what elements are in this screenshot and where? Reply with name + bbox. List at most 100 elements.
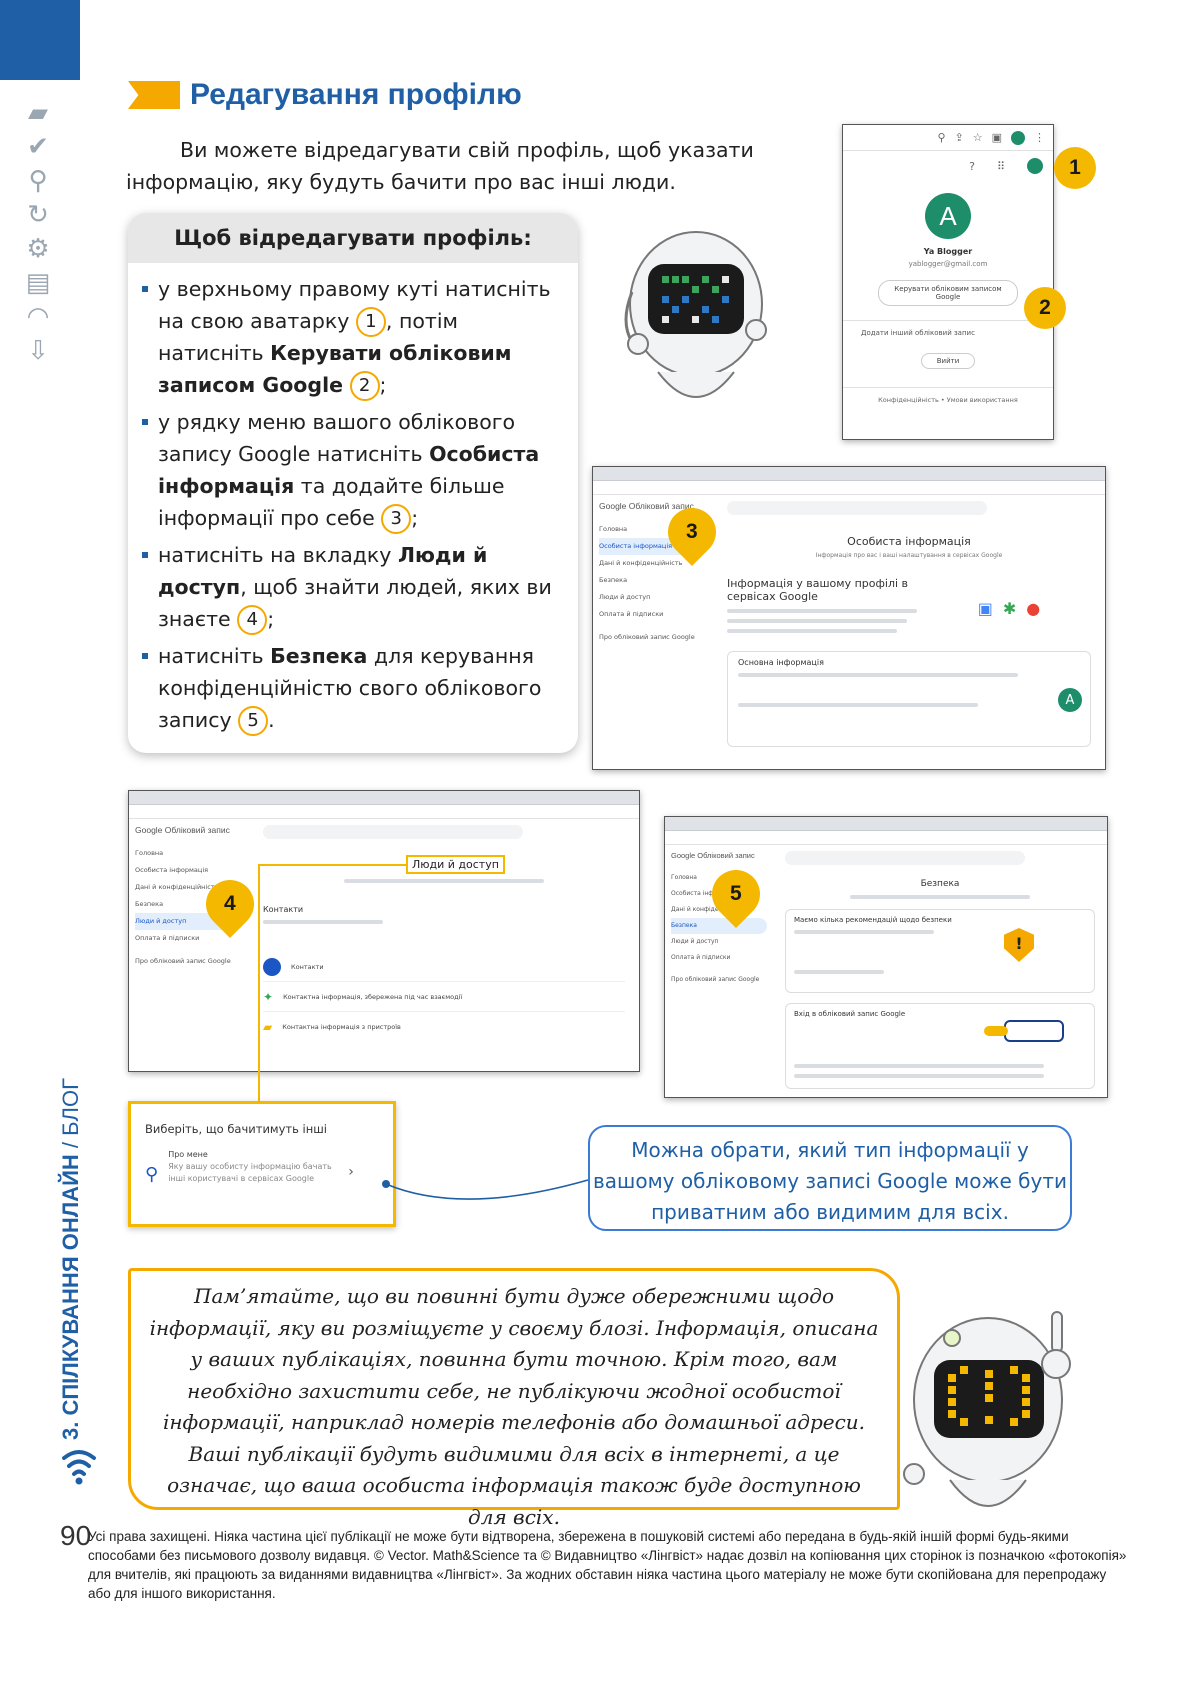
list-item: у верхньому правому куті натисніть на св… bbox=[142, 273, 560, 401]
about-me-text: Яку вашу особисту інформацію бачать інші… bbox=[168, 1162, 332, 1183]
menu-item[interactable]: Люди й доступ bbox=[671, 938, 719, 945]
list-item: натисніть на вкладку Люди й доступ, щоб … bbox=[142, 539, 560, 635]
list-item[interactable]: Контакти bbox=[291, 962, 324, 971]
list-item: натисніть Безпека для керування конфіден… bbox=[142, 640, 560, 736]
step-number: 1 bbox=[355, 307, 386, 337]
menu-item[interactable]: Безпека bbox=[671, 918, 767, 934]
menu-item[interactable]: Безпека bbox=[599, 576, 628, 584]
search-input[interactable] bbox=[785, 851, 1025, 865]
intro-paragraph: Ви можете відредагувати свій профіль, що… bbox=[126, 138, 754, 194]
choose-title: Виберіть, що бачитимуть інші bbox=[145, 1122, 327, 1136]
step-number: 4 bbox=[237, 605, 268, 635]
side-title: 3. СПІЛКУВАННЯ ОНЛАЙН / БЛОГ bbox=[58, 1077, 83, 1440]
connector-line bbox=[258, 864, 260, 1101]
menu-item[interactable]: Дані й конфіденційність bbox=[671, 906, 749, 913]
step-number: 5 bbox=[238, 706, 269, 736]
menu-item[interactable]: Оплата й підписки bbox=[671, 954, 731, 961]
zoom-icon: ⚲ bbox=[937, 131, 946, 144]
menu-item[interactable]: Люди й доступ bbox=[599, 593, 651, 601]
menu-item[interactable]: Дані й конфіденційність bbox=[599, 559, 683, 567]
chevron-right-icon[interactable]: › bbox=[348, 1164, 354, 1180]
menu-item[interactable]: Оплата й підписки bbox=[135, 934, 200, 942]
google-account-logo: Google Обліковий запис bbox=[135, 825, 230, 835]
add-account-item[interactable]: Додати інший обліковий запис bbox=[843, 320, 1053, 345]
robot-mascot-icon bbox=[624, 231, 767, 398]
wifi-icon: ◠ bbox=[26, 302, 50, 332]
copyright-notice: Усі права захищені. Ніяка частина цієї п… bbox=[88, 1529, 1127, 1601]
robot-warning-icon bbox=[903, 1311, 1071, 1507]
instructions-box: Щоб відредагувати профіль: у верхньому п… bbox=[128, 213, 578, 753]
menu-item[interactable]: Про обліковий запис Google bbox=[135, 957, 231, 965]
folder-icon: ▰ bbox=[28, 98, 48, 128]
menu-item[interactable]: Про обліковий запис Google bbox=[599, 633, 695, 641]
security-title: Безпека bbox=[920, 879, 960, 889]
menu-item[interactable]: Особиста інформація bbox=[135, 866, 209, 874]
manage-account-button[interactable]: Керувати обліковим записом Google bbox=[878, 280, 1018, 306]
heading-flag-icon bbox=[128, 81, 180, 109]
menu-item[interactable]: Головна bbox=[599, 525, 628, 533]
profile-avatar: A bbox=[925, 193, 971, 239]
account-email: yablogger@gmail.com bbox=[908, 260, 988, 268]
menu-item[interactable]: Дані й конфіденційність bbox=[135, 883, 219, 891]
menu-item[interactable]: Безпека bbox=[135, 900, 164, 908]
refresh-icon: ↻ bbox=[27, 200, 49, 230]
download-icon: ⇩ bbox=[27, 336, 49, 366]
page-number: 90 bbox=[60, 1520, 92, 1551]
account-name: Ya Blogger bbox=[923, 247, 973, 256]
screenshot-personal-info: Google Обліковий запис Головна Особиста … bbox=[592, 466, 1106, 770]
help-icon: ? bbox=[969, 159, 975, 173]
device-icon: ▰ bbox=[263, 1020, 273, 1034]
location-icon: ● bbox=[1026, 598, 1041, 618]
avatar[interactable] bbox=[1027, 158, 1043, 174]
google-account-logo: Google Обліковий запис bbox=[599, 501, 694, 511]
menu-item[interactable]: Оплата й підписки bbox=[599, 610, 664, 618]
security-recommendation-title: Маємо кілька рекомендацій щодо безпеки bbox=[794, 916, 952, 924]
people-icon: ✦ bbox=[263, 989, 274, 1004]
badge-2: 2 bbox=[1024, 287, 1066, 329]
password-icon bbox=[1004, 1020, 1064, 1042]
gear-icon: ⚙ bbox=[26, 234, 50, 264]
screenshot-security: Google Обліковий запис Головна Особиста … bbox=[664, 816, 1108, 1098]
menu-item[interactable]: Головна bbox=[671, 874, 697, 881]
menu-item[interactable]: Про обліковий запис Google bbox=[671, 976, 760, 983]
more-icon: ⋮ bbox=[1034, 131, 1045, 144]
wifi-icon bbox=[62, 1450, 96, 1485]
menu-item[interactable]: Особиста інформація bbox=[671, 890, 739, 897]
account-footer[interactable]: Конфіденційність • Умови використання bbox=[843, 387, 1053, 412]
personal-info-subtitle: Інформація про вас і ваші налаштування в… bbox=[815, 552, 1003, 559]
avatar bbox=[1011, 130, 1025, 145]
section-heading: Редагування профілю bbox=[128, 78, 522, 112]
list-item[interactable]: Контактна інформація, збережена під час … bbox=[283, 992, 463, 1001]
key-icon bbox=[984, 1026, 1008, 1036]
google-account-logo: Google Обліковий запис bbox=[671, 851, 755, 860]
page-title: Редагування профілю bbox=[190, 78, 522, 111]
signin-title: Вхід в обліковий запис Google bbox=[794, 1010, 906, 1018]
contacts-title: Контакти bbox=[263, 905, 304, 914]
warning-note: Пам’ятайте, що ви повинні бути дуже обер… bbox=[128, 1268, 900, 1529]
avatar[interactable]: A bbox=[1058, 688, 1082, 712]
screenshot-account-menu: ⚲⇪☆▣ ⋮ ?⠿ A Ya Blogger yablogger@gmail.c… bbox=[842, 124, 1054, 440]
leaf-icon: ✱ bbox=[1002, 598, 1017, 618]
menu-item[interactable]: Головна bbox=[135, 849, 164, 857]
apps-icon: ⠿ bbox=[996, 159, 1005, 173]
callout-connector bbox=[382, 1179, 589, 1200]
check-icon: ✔ bbox=[27, 132, 49, 162]
warning-shield-icon: ! bbox=[1004, 928, 1034, 962]
search-input[interactable] bbox=[727, 501, 987, 515]
screenshot-people-sharing: Google Обліковий запис Головна Особиста … bbox=[128, 790, 640, 1072]
share-icon: ⇪ bbox=[954, 131, 964, 144]
basic-info-title: Основна інформація bbox=[738, 658, 824, 667]
sign-out-button[interactable]: Вийти bbox=[921, 353, 975, 369]
contacts-icon bbox=[263, 957, 281, 976]
profile-search-icon: ⚲ bbox=[145, 1164, 159, 1185]
info-callout: Можна обрати, який тип інформації у вашо… bbox=[588, 1125, 1072, 1231]
instructions-list: у верхньому правому куті натисніть на св… bbox=[128, 263, 578, 736]
margin-icons: ▰ ✔ ⚲ ↻ ⚙ ▤ ◠ ⇩ bbox=[18, 96, 78, 368]
search-input[interactable] bbox=[263, 825, 523, 839]
about-me-label: Про мене bbox=[168, 1150, 208, 1159]
document-icon: ▤ bbox=[25, 268, 51, 298]
list-item: у рядку меню вашого облікового запису Go… bbox=[142, 406, 560, 534]
people-sharing-label: Люди й доступ bbox=[406, 855, 505, 874]
screenshot-choose-visibility: Виберіть, що бачитимуть інші ⚲ Про мене … bbox=[128, 1101, 396, 1227]
list-item[interactable]: Контактна інформація з пристроїв bbox=[282, 1023, 401, 1031]
